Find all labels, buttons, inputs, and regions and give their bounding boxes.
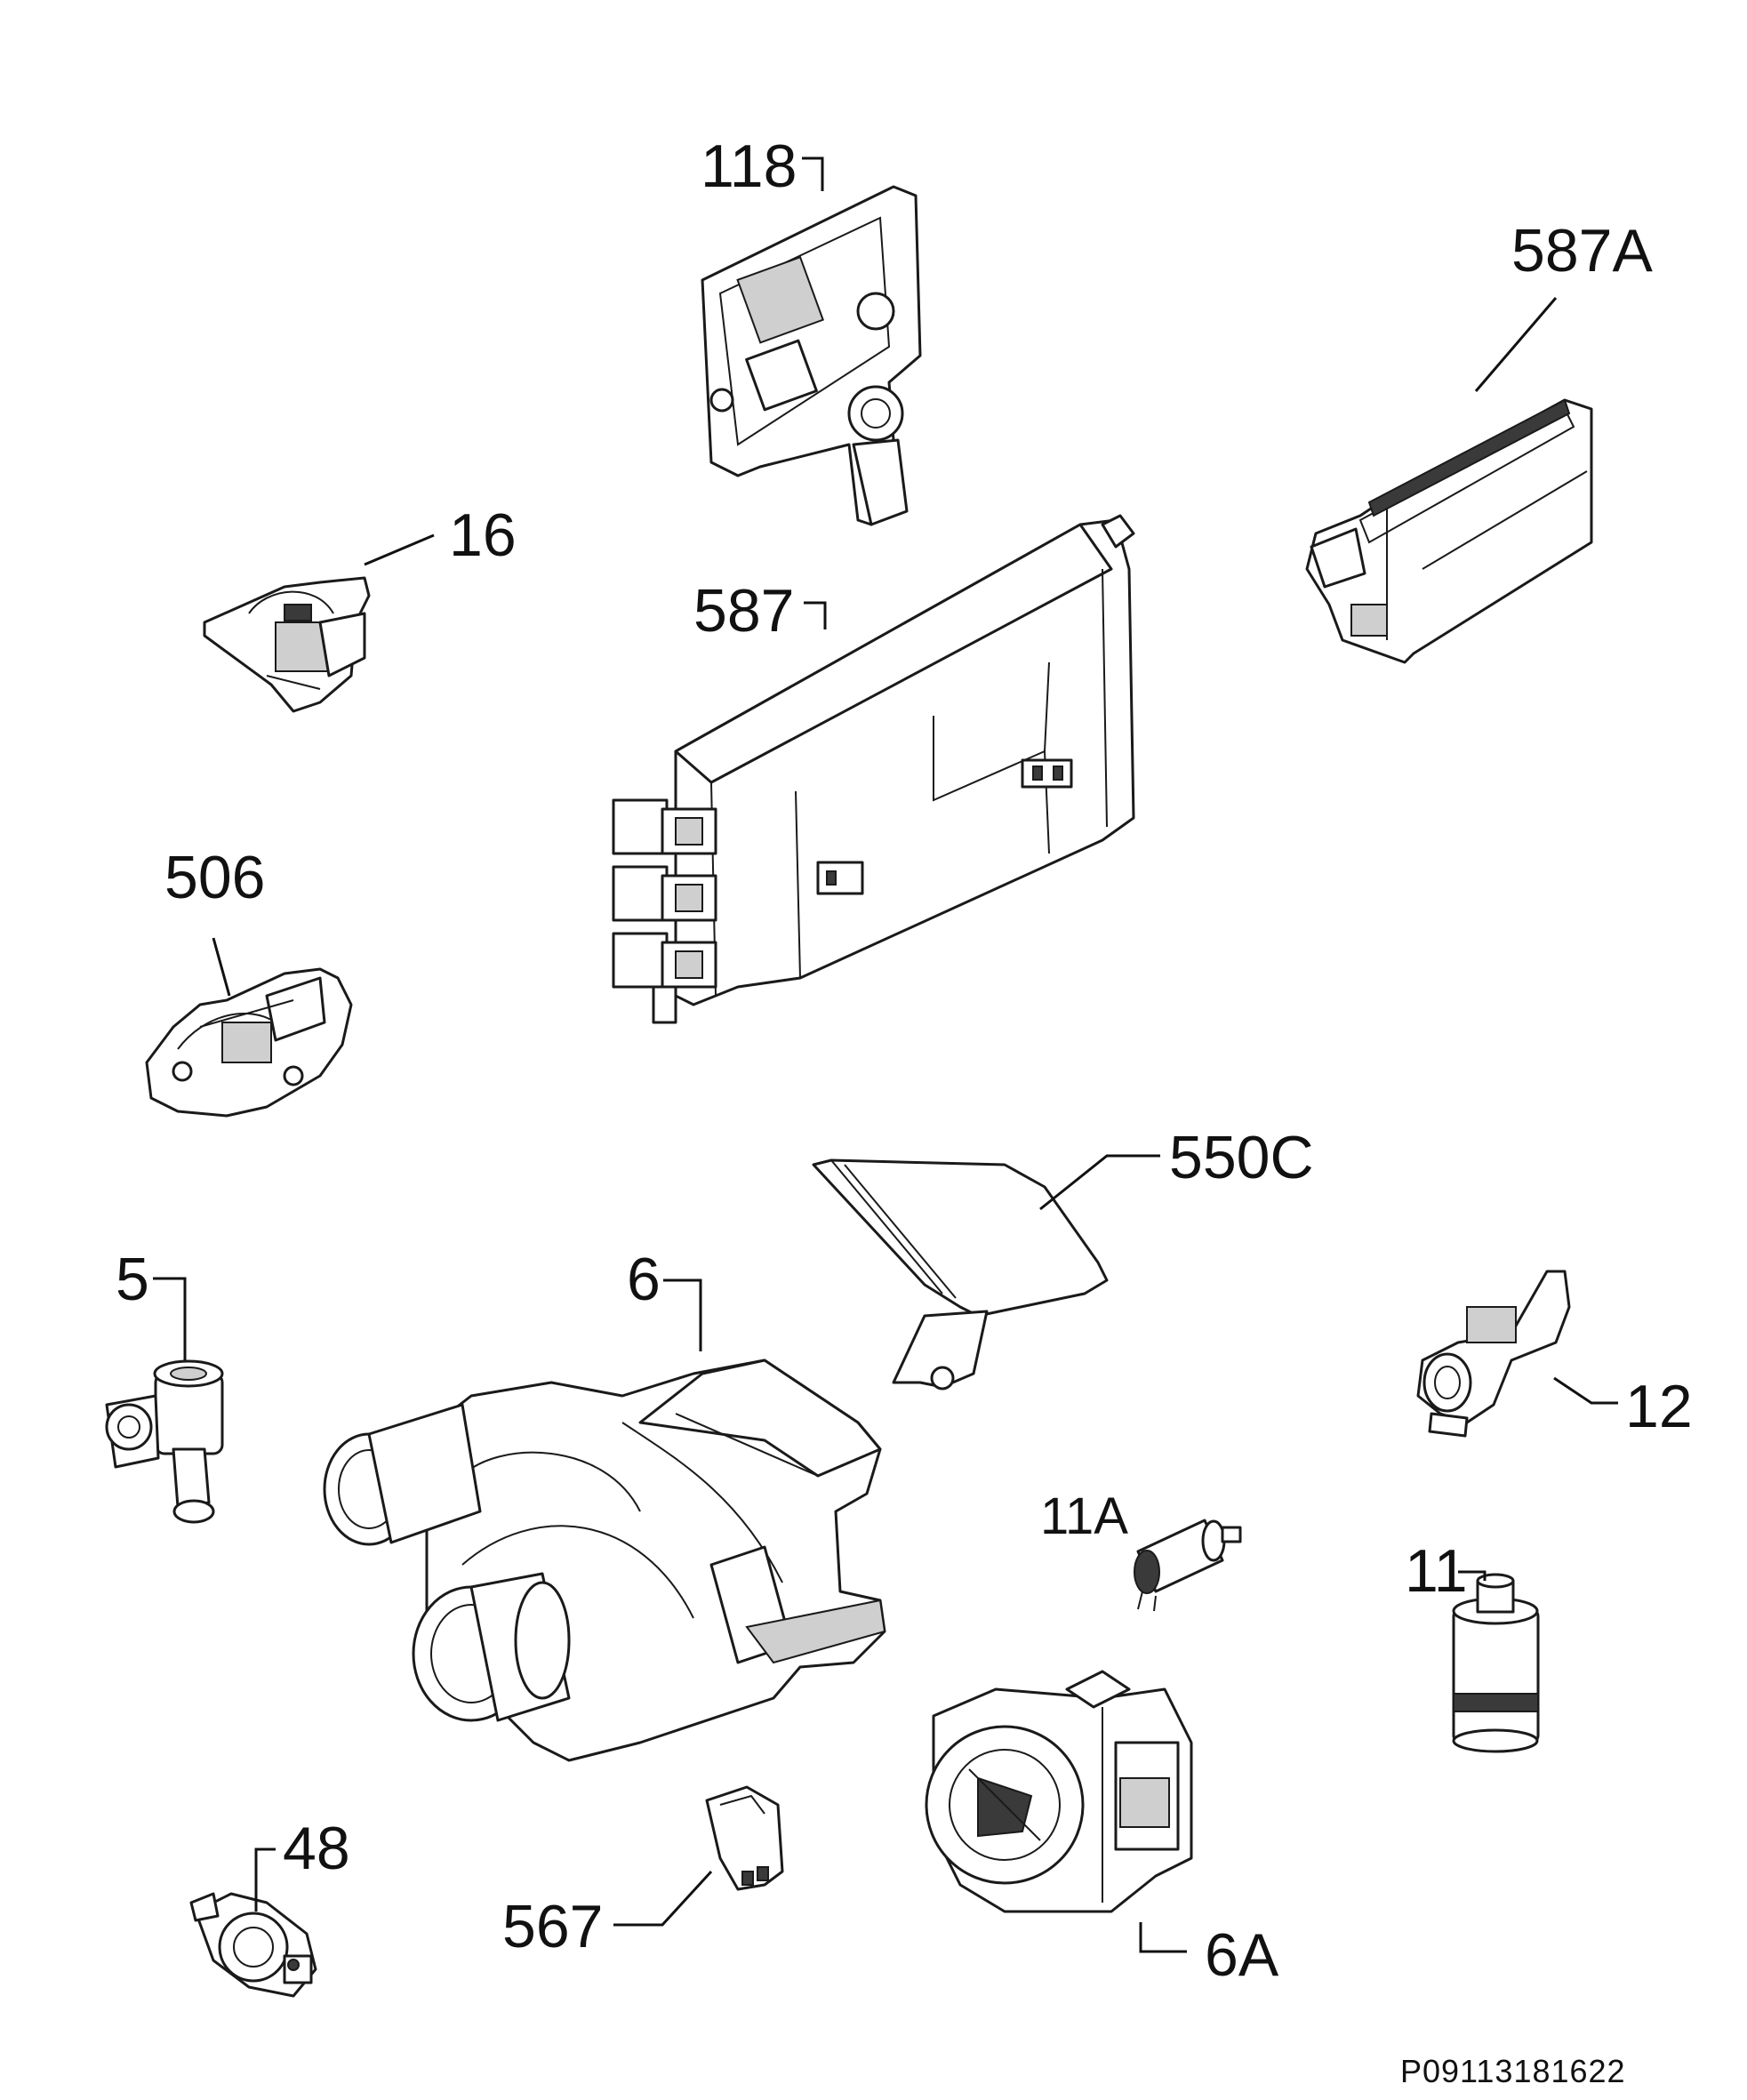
part-118-dispenser[interactable] <box>701 185 922 526</box>
part-506-sensor[interactable] <box>145 967 353 1118</box>
label-11: 11 <box>1405 1537 1468 1605</box>
label-6: 6 <box>627 1246 661 1313</box>
reference-code: P09113181622 <box>1400 2053 1626 2089</box>
leader-506 <box>212 937 231 997</box>
label-5: 5 <box>116 1246 149 1313</box>
part-48-sensor[interactable] <box>189 1892 317 1998</box>
label-12: 12 <box>1625 1373 1693 1440</box>
part-11-capacitor[interactable] <box>1452 1573 1540 1753</box>
part-12-sensor[interactable] <box>1416 1270 1571 1438</box>
label-6a: 6A <box>1205 1921 1279 1989</box>
part-16-door-lock[interactable] <box>203 576 371 713</box>
leader-118 <box>802 156 824 191</box>
leader-6a <box>1139 1922 1187 1953</box>
label-506: 506 <box>164 844 265 911</box>
part-11a-capacitor[interactable] <box>1134 1519 1242 1612</box>
leader-6 <box>663 1278 702 1351</box>
label-11a: 11A <box>1040 1487 1128 1545</box>
label-16: 16 <box>449 501 517 569</box>
leader-48 <box>254 1848 276 1912</box>
label-567: 567 <box>502 1893 603 1960</box>
leader-5 <box>153 1277 187 1360</box>
part-5-inlet-valve[interactable] <box>105 1359 224 1524</box>
label-587a: 587A <box>1511 217 1653 285</box>
part-550c-cover[interactable] <box>812 1158 1109 1391</box>
leader-567 <box>613 1870 713 1927</box>
leader-12 <box>1553 1376 1618 1405</box>
part-587-control-unit[interactable] <box>612 514 1135 1024</box>
leader-587 <box>804 601 827 629</box>
label-550c: 550C <box>1169 1124 1314 1191</box>
label-587: 587 <box>693 577 794 645</box>
leader-550c <box>1039 1154 1160 1211</box>
leader-587a <box>1474 297 1558 392</box>
part-567-connector[interactable] <box>705 1785 784 1891</box>
part-6-circulation-pump[interactable] <box>323 1359 886 1762</box>
part-587a-module[interactable] <box>1305 398 1593 664</box>
part-6a-drain-pump[interactable] <box>925 1670 1193 1913</box>
label-48: 48 <box>283 1815 350 1882</box>
leader-16 <box>364 533 435 566</box>
label-118: 118 <box>701 132 797 200</box>
leader-11 <box>1458 1570 1487 1581</box>
